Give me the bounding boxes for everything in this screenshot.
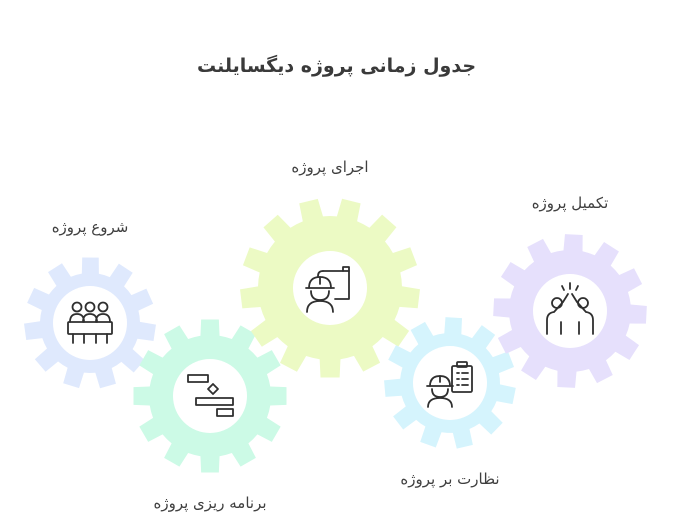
gear-hub-completion: [533, 274, 607, 348]
gantt-chart-icon: [187, 374, 234, 417]
stage-label-planning: برنامه ریزی پروژه: [153, 494, 267, 512]
team-meeting-icon: [67, 301, 113, 344]
gear-monitoring: [384, 317, 516, 449]
engineer-blueprint-icon: [305, 266, 350, 313]
stage-label-execution: اجرای پروژه: [291, 158, 369, 176]
diagram-title: جدول زمانی پروژه دیگسایلنت: [196, 55, 477, 77]
gear-start: [24, 257, 156, 389]
gear-hub-planning: [173, 359, 247, 433]
stage-label-completion: تکمیل پروژه: [531, 194, 609, 212]
gear-execution: [240, 198, 420, 378]
gear-completion: [493, 234, 647, 388]
stage-label-monitoring: نظارت بر پروژه: [400, 470, 500, 488]
engineer-checklist-icon: [426, 361, 473, 408]
stage-label-start: شروع پروژه: [51, 218, 129, 236]
high-five-icon: [546, 282, 594, 335]
gear-hub-start: [53, 286, 127, 360]
gear-planning: [133, 319, 287, 473]
